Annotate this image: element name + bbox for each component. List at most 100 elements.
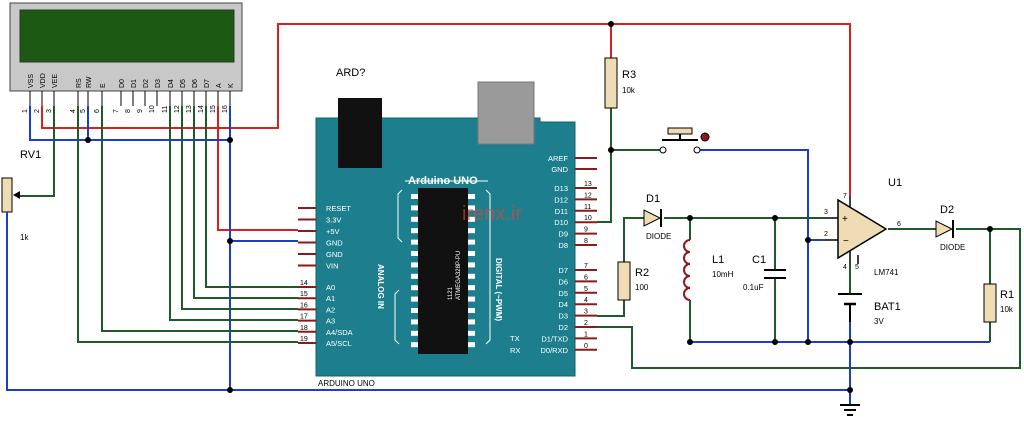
- d2-diode[interactable]: [935, 220, 954, 238]
- lcd-pin-number: 5: [80, 109, 87, 113]
- d1-ref: D1: [646, 193, 660, 205]
- board-pin-label: D13: [554, 184, 568, 193]
- board-pin-number: 16: [300, 302, 308, 309]
- u1-pin-4: 4: [843, 264, 847, 271]
- rv1-potentiometer[interactable]: [1, 177, 20, 213]
- d2-value: DIODE: [940, 243, 965, 252]
- board-pin-number: 11: [584, 204, 591, 211]
- rx-label: RX: [510, 346, 520, 355]
- lcd-pin-number: 6: [94, 109, 101, 113]
- board-pin-number: 17: [300, 314, 308, 321]
- lcd-pin-label: RW: [86, 76, 93, 88]
- lcd-pin-label: D7: [204, 79, 211, 88]
- c1-capacitor[interactable]: [764, 269, 786, 279]
- c1-ref: C1: [752, 254, 766, 266]
- lcd-module[interactable]: [9, 2, 243, 92]
- lcd-pin-number: 11: [162, 106, 169, 113]
- r2-resistor[interactable]: [617, 261, 631, 301]
- board-pin-label: A2: [326, 305, 335, 314]
- board-pin-label: D11: [555, 207, 568, 216]
- board-pin-label: 3.3V: [326, 216, 341, 225]
- lcd-pin-label: D2: [143, 79, 150, 88]
- board-pin-label: D10: [554, 218, 568, 227]
- board-pin-label: D7: [558, 266, 568, 275]
- u1-pin-7: 7: [843, 193, 847, 200]
- board-pin-label: D1/TXD: [541, 334, 568, 343]
- board-pin-number: 10: [584, 215, 592, 222]
- board-pin-label: D6: [558, 277, 568, 286]
- board-name: ARDUINO UNO: [318, 379, 375, 388]
- arduino-board[interactable]: [315, 81, 576, 377]
- wire-switch-gnd: [690, 149, 809, 343]
- board-pin-label: D2: [558, 323, 568, 332]
- analog-in-label: ANALOG IN: [376, 264, 385, 309]
- r3-ref: R3: [622, 69, 636, 81]
- board-pin-label: GND: [326, 239, 343, 248]
- lcd-pin-label: D0: [119, 79, 126, 88]
- lcd-pin-number: 14: [198, 105, 205, 113]
- chip-line1: 1121: [448, 286, 454, 300]
- board-pin-label: D5: [558, 289, 568, 298]
- board-pin-label: GND: [551, 165, 568, 174]
- r1-resistor[interactable]: [983, 283, 997, 323]
- wire-5v-lcd: [217, 106, 298, 231]
- digital-pwm-label: DIGITAL (~PWM): [494, 258, 503, 321]
- bat1-value: 3V: [874, 317, 884, 326]
- rv1-value: 1k: [20, 233, 29, 242]
- u1-pin-minus: 2: [824, 231, 828, 238]
- board-pin-label: D0/RXD: [540, 346, 568, 355]
- d1-value: DIODE: [646, 232, 671, 241]
- r1-ref: R1: [1000, 289, 1014, 301]
- u1-opamp[interactable]: + −: [822, 196, 888, 264]
- wire-vdd: [41, 23, 851, 196]
- lcd-pin-number: 16: [222, 105, 229, 113]
- r2-value: 100: [635, 283, 649, 292]
- l1-inductor[interactable]: [683, 239, 691, 301]
- wire-d7: [205, 106, 298, 288]
- lcd-pin-number: 13: [186, 105, 193, 113]
- board-pin-label: A0: [326, 283, 335, 292]
- u1-value: LM741: [874, 268, 899, 277]
- bat1-battery[interactable]: [838, 293, 862, 322]
- wire-d4: [169, 106, 298, 321]
- chip-line2: ATMEGA328P-PU: [456, 251, 462, 300]
- d2-ref: D2: [940, 204, 954, 216]
- lcd-pin-label: D4: [168, 79, 175, 88]
- board-pin-label: D12: [554, 195, 568, 204]
- wire-vss: [29, 106, 230, 141]
- u1-pin-5: 5: [855, 264, 859, 271]
- lcd-pin-label: VSS: [28, 74, 35, 88]
- lcd-pin-label: E: [100, 83, 107, 88]
- lcd-pin-label: A: [216, 83, 223, 88]
- lcd-pin-label: VDD: [40, 73, 47, 88]
- board-pin-label: D4: [558, 300, 568, 309]
- push-switch[interactable]: [659, 127, 710, 154]
- lcd-pin-number: 9: [137, 109, 144, 113]
- lcd-pin-number: 12: [174, 105, 181, 113]
- d1-diode[interactable]: [643, 209, 662, 227]
- board-pin-number: 13: [584, 181, 592, 188]
- l1-value: 10mH: [712, 270, 734, 279]
- board-pin-number: 12: [584, 192, 592, 199]
- svg-text:+: +: [842, 214, 848, 225]
- ground-symbol: [840, 404, 860, 416]
- board-pin-label: A3: [326, 317, 335, 326]
- board-pin-label: A5/SCL: [326, 339, 352, 348]
- board-pin-number: 14: [300, 280, 308, 287]
- lcd-pin-number: 8: [125, 109, 132, 113]
- board-pin-number: 18: [300, 325, 308, 332]
- board-pin-label: A4/SDA: [326, 328, 353, 337]
- lcd-pin-number: 1: [22, 109, 29, 113]
- rv1-ref: RV1: [20, 149, 41, 161]
- board-pin-number: 15: [300, 291, 308, 298]
- r3-resistor[interactable]: [604, 57, 618, 109]
- lcd-pin-label: D1: [131, 79, 138, 88]
- board-pin-number: 19: [300, 336, 308, 343]
- board-pin-number: 8: [584, 238, 588, 245]
- r3-value: 10k: [622, 86, 636, 95]
- lcd-pin-label: VEE: [52, 74, 59, 88]
- wire-d10: [597, 108, 612, 223]
- lcd-pin-number: 10: [149, 105, 156, 113]
- board-ref: ARD?: [336, 67, 365, 79]
- board-pin-number: 7: [584, 263, 588, 270]
